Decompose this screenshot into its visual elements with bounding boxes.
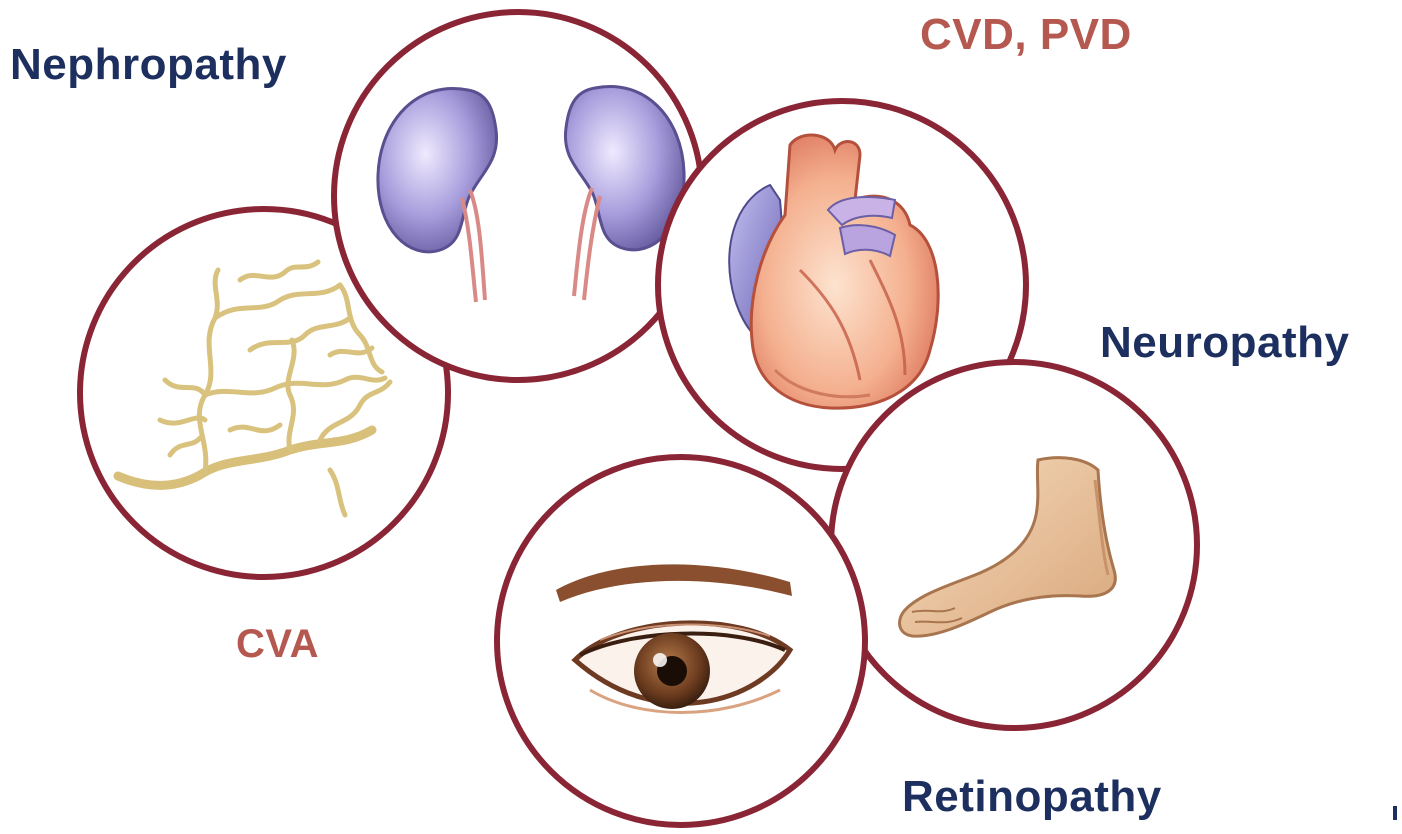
neuropathy-circle: [831, 362, 1197, 728]
corner-mark: [1393, 806, 1397, 820]
nephropathy-circle: [334, 12, 702, 380]
cva-label: CVA: [236, 622, 319, 667]
neuropathy-label: Neuropathy: [1100, 318, 1349, 368]
retinopathy-label: Retinopathy: [902, 772, 1162, 822]
nephropathy-label: Nephropathy: [10, 40, 287, 90]
cvd-pvd-label: CVD, PVD: [920, 10, 1132, 60]
retinopathy-circle: [497, 457, 865, 825]
